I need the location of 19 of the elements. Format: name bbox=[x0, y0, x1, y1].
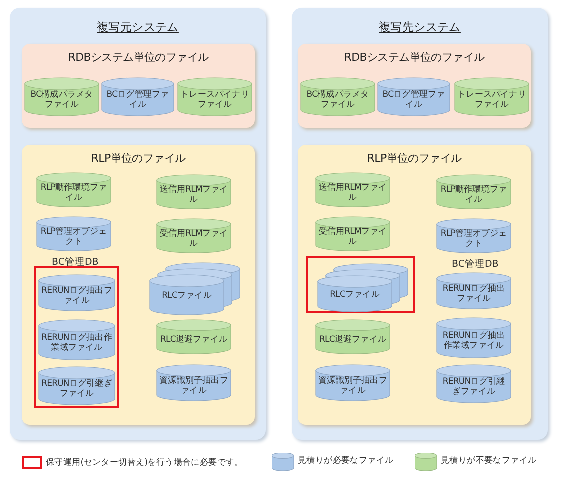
file-group-panel bbox=[22, 145, 255, 425]
panel-title: RLP単位のファイル bbox=[90, 151, 187, 166]
panel-title: RDBシステム単位のファイル bbox=[343, 50, 486, 65]
panel-title: RLP単位のファイル bbox=[366, 151, 463, 166]
panel-title: 複写元システム bbox=[96, 20, 180, 35]
highlight-frame bbox=[306, 256, 415, 313]
caption-text: BC管理DB bbox=[52, 256, 99, 269]
legend-text: 見積りが不要なファイル bbox=[441, 455, 537, 467]
legend-text: 保守運用(センター切替え)を行う場合に必要です。 bbox=[46, 457, 244, 469]
panel-title: 複写先システム bbox=[378, 20, 462, 35]
file-group-panel bbox=[298, 145, 531, 425]
system-panel bbox=[10, 8, 266, 440]
caption-text: BC管理DB bbox=[452, 258, 499, 271]
panel-title: RDBシステム単位のファイル bbox=[67, 50, 210, 65]
file-group-panel bbox=[22, 44, 255, 128]
system-panel bbox=[292, 8, 548, 440]
highlight-frame bbox=[34, 266, 119, 408]
legend-text: 見積りが必要なファイル bbox=[298, 455, 394, 467]
file-group-panel bbox=[298, 44, 531, 128]
